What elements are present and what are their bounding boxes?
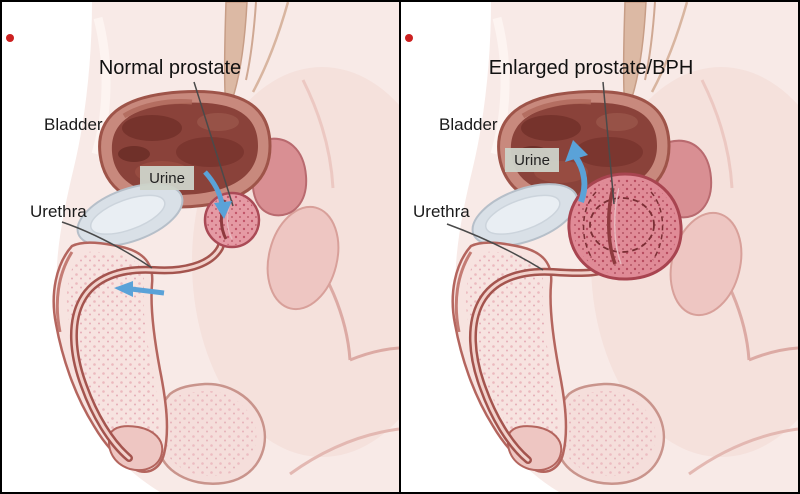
urethra-tube — [70, 194, 229, 462]
panel-bph: Enlarged prostate/BPH Bladder Urine Uret… — [401, 2, 798, 492]
urine-label-box — [140, 166, 194, 190]
urine-flow-arrow-bladder — [203, 170, 232, 219]
illustration-bph-anatomy: Enlarged prostate/BPH Bladder Urine Uret… — [405, 2, 798, 492]
hip-crease — [700, 79, 734, 189]
caption-leader-line — [193, 81, 234, 207]
urethra-leader-line — [446, 223, 544, 271]
urethra-leader-line — [61, 221, 153, 269]
urethra-label: Urethra — [30, 202, 87, 221]
panel-normal: Normal prostate Bladder Urine Urethra — [2, 2, 399, 492]
caption-normal-prostate: Normal prostate — [99, 57, 241, 79]
urine-label: Urine — [149, 170, 185, 187]
scrotum — [153, 382, 267, 485]
right-lobe-dashed-outline — [650, 191, 664, 261]
illustration-normal-anatomy: Normal prostate Bladder Urine Urethra — [6, 2, 399, 492]
thigh-crease — [688, 427, 798, 476]
caption-leader-line — [602, 81, 615, 205]
scrotum — [552, 382, 666, 485]
compressed-urethra — [606, 187, 617, 265]
hip-crease — [301, 79, 335, 189]
urine-flow-arrow-urethra — [114, 281, 165, 297]
panel-divider — [399, 2, 401, 492]
urine-label: Urine — [514, 152, 550, 169]
bladder-label: Bladder — [439, 115, 498, 134]
thigh-crease — [289, 427, 399, 476]
pubic-bone — [76, 183, 184, 247]
gluteal-fold — [748, 346, 798, 362]
inner-lobe-dashed-outline — [589, 197, 655, 253]
rectum — [266, 205, 340, 311]
vas-deferens-line — [650, 2, 689, 93]
prostate-enlarged — [567, 172, 683, 281]
bladder-label: Bladder — [44, 115, 103, 134]
abdominal-wall-cut — [622, 2, 689, 100]
urethra-label: Urethra — [413, 202, 470, 221]
urine-label-box — [505, 148, 559, 172]
left-lobe-dashed-outline — [582, 191, 597, 261]
marker-dot — [6, 34, 14, 42]
dorsal-line — [55, 251, 74, 333]
caption-enlarged-prostate: Enlarged prostate/BPH — [489, 57, 694, 79]
dorsal-line — [454, 251, 473, 333]
marker-dot — [405, 34, 413, 42]
pubic-bone — [471, 183, 579, 247]
glans — [108, 425, 164, 471]
urine-backflow-arrow — [565, 140, 588, 204]
vas-deferens-line — [251, 2, 290, 93]
gluteal-fold — [349, 346, 399, 362]
